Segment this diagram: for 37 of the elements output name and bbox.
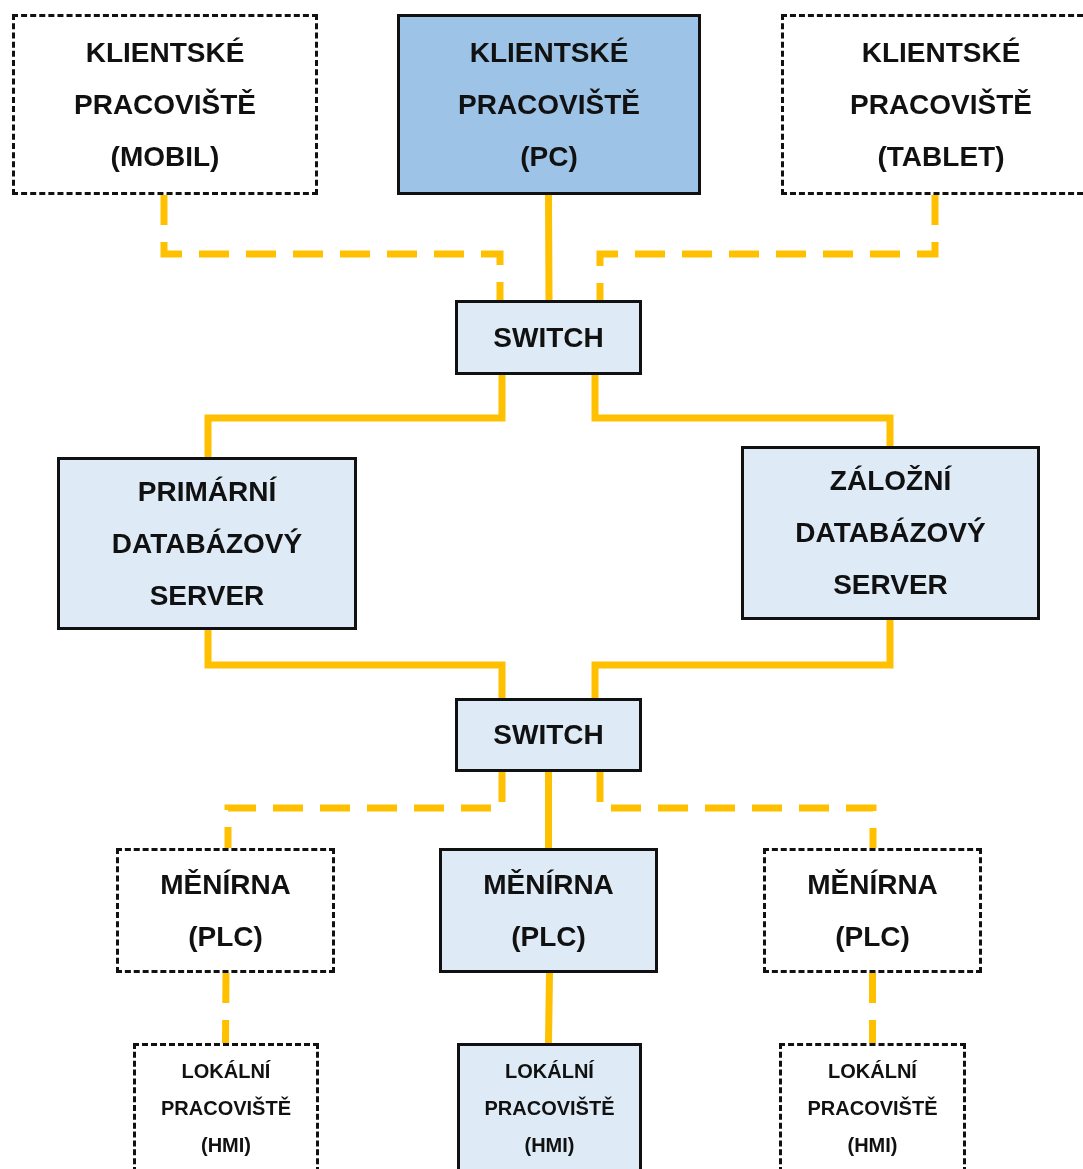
- connector: [545, 772, 552, 848]
- optional-device-box: [116, 848, 335, 973]
- dashed-connector: [224, 772, 506, 848]
- optional-device-box: [133, 1043, 319, 1169]
- node-label: KLIENTSKÉ PRACOVIŠTĚ (MOBIL): [73, 35, 257, 174]
- node-label: MĚNÍRNA (PLC): [159, 867, 292, 954]
- optional-device-box: [779, 1043, 966, 1169]
- dashed-connector: [596, 772, 877, 848]
- optional-device-box: [781, 14, 1083, 195]
- connector: [545, 972, 553, 1044]
- node-label: PRIMÁRNÍ DATABÁZOVÝ SERVER: [110, 474, 304, 613]
- node-label: SWITCH: [493, 718, 604, 752]
- device-box: [457, 1043, 642, 1169]
- device-box: [455, 300, 642, 375]
- node-label: MĚNÍRNA (PLC): [806, 867, 939, 954]
- node-label: ZÁLOŽNÍ DATABÁZOVÝ SERVER: [794, 464, 987, 602]
- connector: [591, 375, 894, 446]
- node-label: KLIENTSKÉ PRACOVIŠTĚ (TABLET): [849, 35, 1033, 174]
- connector: [204, 375, 506, 457]
- device-box: [741, 446, 1040, 620]
- optional-device-box: [763, 848, 982, 973]
- node-label: LOKÁLNÍ PRACOVIŠTĚ (HMI): [483, 1058, 616, 1158]
- node-label: KLIENTSKÉ PRACOVIŠTĚ (PC): [457, 35, 641, 174]
- device-box: [455, 698, 642, 772]
- device-box: [439, 848, 658, 973]
- connector: [545, 195, 553, 300]
- device-box: [397, 14, 701, 195]
- device-box: [57, 457, 357, 630]
- node-label: SWITCH: [493, 320, 604, 355]
- dashed-connector: [869, 973, 876, 1043]
- optional-device-box: [12, 14, 318, 195]
- node-label: MĚNÍRNA (PLC): [482, 867, 615, 954]
- node-label: LOKÁLNÍ PRACOVIŠTĚ (HMI): [806, 1058, 939, 1158]
- dashed-connector: [160, 195, 504, 300]
- node-label: LOKÁLNÍ PRACOVIŠTĚ (HMI): [160, 1058, 292, 1158]
- dashed-connector: [222, 972, 230, 1044]
- dashed-connector: [596, 195, 939, 300]
